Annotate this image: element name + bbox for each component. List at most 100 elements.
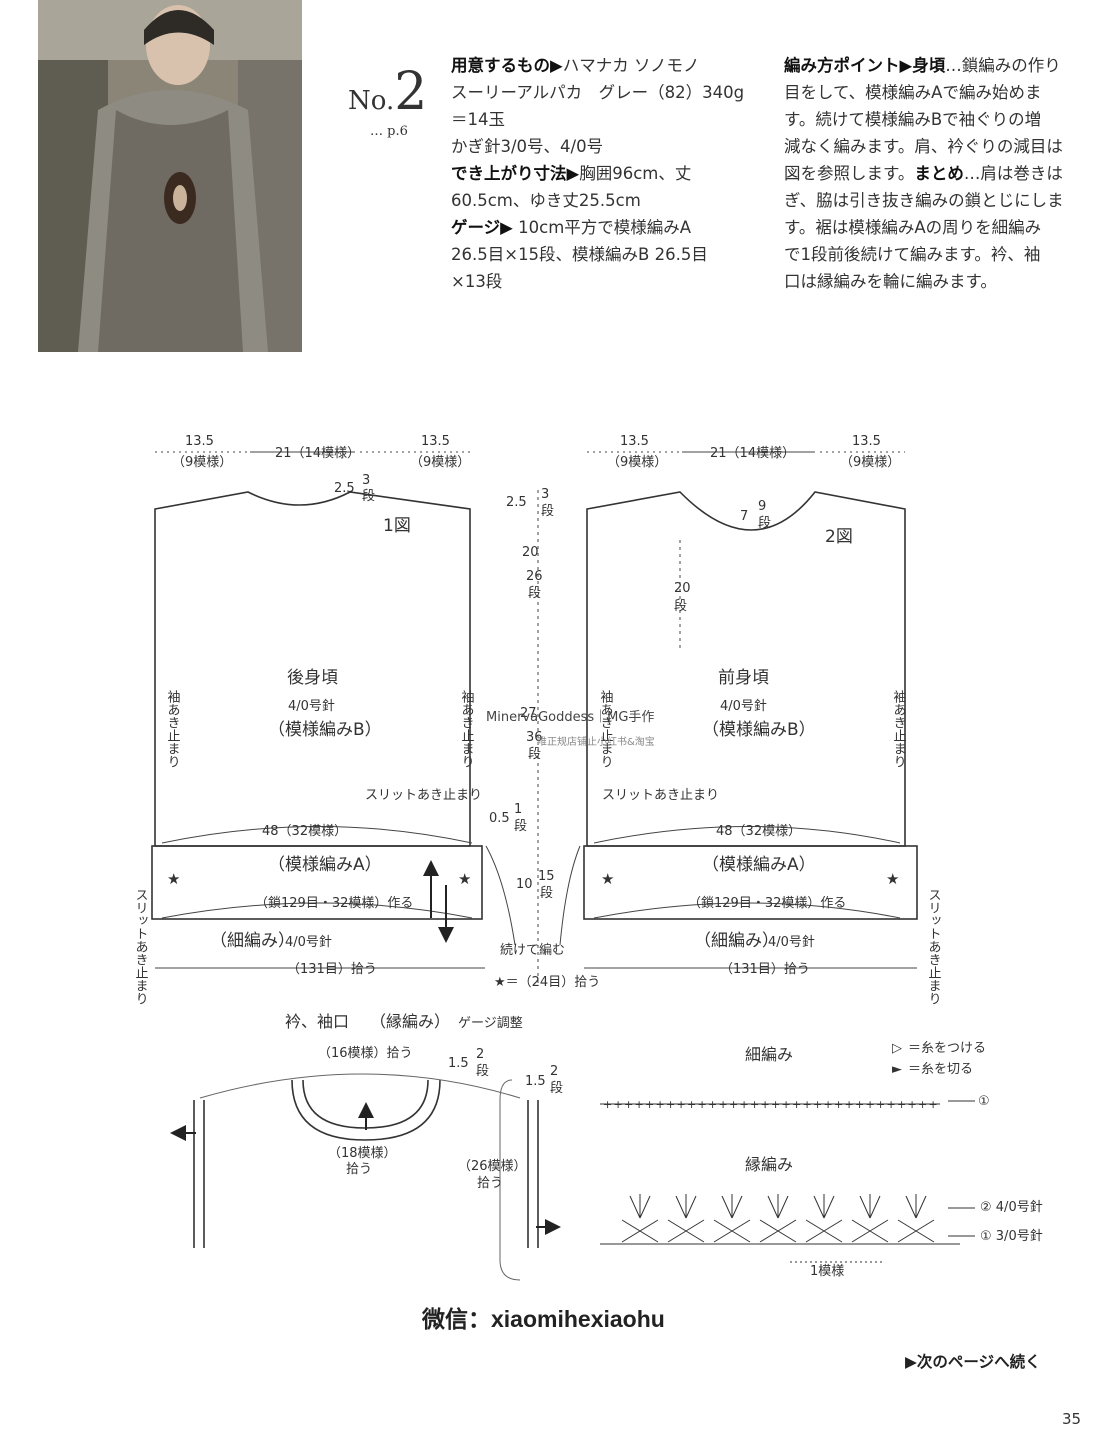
svg-text:2: 2 — [476, 1047, 484, 1062]
dim-front-center: 21（14模様） — [710, 446, 795, 461]
sc-stitch-symbol: + — [740, 1098, 749, 1111]
back-body-title: 後身頃 — [287, 668, 338, 688]
svg-text:（模様編みB）: （模様編みB） — [702, 720, 816, 740]
svg-text:13.5: 13.5 — [421, 434, 450, 449]
sc-stitch-symbol: + — [635, 1098, 644, 1111]
svg-text:拾う: 拾う — [346, 1162, 372, 1177]
sc-stitch-symbol: + — [834, 1098, 843, 1111]
svg-text:3: 3 — [541, 487, 549, 502]
svg-text:（細編み）: （細編み） — [210, 931, 295, 951]
svg-text:4/0号針: 4/0号針 — [768, 935, 815, 950]
page-number: 35 — [1062, 1410, 1082, 1428]
svg-text:48（32模様）: 48（32模様） — [262, 824, 347, 839]
svg-text:（131目）拾う: （131目）拾う — [287, 962, 377, 977]
edge-stitch-symbol — [621, 1194, 659, 1243]
sc-stitch-symbol: + — [761, 1098, 770, 1111]
svg-text:①: ① — [978, 1094, 990, 1109]
sc-stitch-symbol: + — [687, 1098, 696, 1111]
sc-stitch-symbol: + — [666, 1098, 675, 1111]
svg-text:►: ► — [892, 1062, 902, 1077]
slit-opening-label: スリットあき止まり — [133, 888, 149, 1005]
watermark-note: 唯正规店铺止小红书&淘宝 — [537, 737, 655, 748]
figure-2-label: 2図 — [825, 527, 853, 547]
sc-stitch-symbol: + — [887, 1098, 896, 1111]
figure-1-label: 1図 — [383, 516, 411, 536]
dim-back-left: 13.5 — [185, 434, 214, 449]
svg-text:48（32模様）: 48（32模様） — [716, 824, 801, 839]
sc-title: 細編み — [745, 1045, 793, 1064]
svg-text:（模様編みA）: （模様編みA） — [268, 855, 382, 875]
dim-front-left: 13.5 — [620, 434, 649, 449]
svg-text:4/0号針: 4/0号針 — [285, 935, 332, 950]
svg-text:（9模様）: （9模様） — [840, 455, 900, 470]
dim-back-center: 21（14模様） — [275, 446, 360, 461]
sc-stitch-symbol: + — [876, 1098, 885, 1111]
watermark-brand: MinervaGoddess｜MG手作 — [486, 710, 655, 725]
edge-stitch-symbol — [667, 1194, 705, 1243]
svg-text:（131目）拾う: （131目）拾う — [720, 962, 810, 977]
sc-stitch-symbol: + — [824, 1098, 833, 1111]
svg-text:段: 段 — [541, 504, 554, 519]
svg-text:スリットあき止まり: スリットあき止まり — [365, 788, 482, 803]
sc-stitch-symbol: + — [897, 1098, 906, 1111]
gauge-label: ゲージ — [451, 218, 501, 237]
sc-stitch-symbol: + — [803, 1098, 812, 1111]
svg-text:20: 20 — [674, 581, 691, 596]
pattern-number: No.2 … p.6 — [348, 66, 427, 139]
method-text: 編み方ポイント▶身頃…鎖編みの作り 目をして、模様編みAで編み始めま す。続けて… — [784, 56, 1064, 291]
svg-text:② 4/0号針: ② 4/0号針 — [980, 1200, 1043, 1215]
edge-stitch-symbol — [805, 1194, 843, 1243]
svg-text:続けて編む: 続けて編む — [500, 942, 565, 958]
edge-stitch-symbol — [759, 1194, 797, 1243]
svg-text:スリットあき止まり: スリットあき止まり — [602, 788, 719, 803]
sc-stitch-symbol: + — [729, 1098, 738, 1111]
svg-text:（縁編み）: （縁編み） — [370, 1012, 450, 1031]
sc-stitch-symbol: + — [624, 1098, 633, 1111]
svg-text:★: ★ — [886, 870, 899, 888]
svg-text:★: ★ — [458, 870, 471, 888]
materials-text: 用意するもの▶ハマナカ ソノモノ スーリーアルパカ グレー（82）340g ＝1… — [451, 56, 745, 291]
svg-text:＝糸をつける: ＝糸をつける — [908, 1041, 986, 1056]
svg-text:袖あき止まり: 袖あき止まり — [459, 690, 475, 768]
edge-stitch-symbol — [897, 1194, 935, 1243]
sc-stitch-symbol: + — [845, 1098, 854, 1111]
sc-stitch-symbol: + — [698, 1098, 707, 1111]
svg-text:＝糸を切る: ＝糸を切る — [908, 1062, 973, 1077]
svg-text:★: ★ — [601, 870, 614, 888]
edge-stitch-symbol — [851, 1194, 889, 1243]
finishing-label: まとめ — [914, 164, 964, 183]
edge-title: 縁編み — [745, 1155, 793, 1174]
sc-stitch-symbol: + — [908, 1098, 917, 1111]
svg-text:袖あき止まり: 袖あき止まり — [891, 690, 907, 768]
sc-stitch-symbol: + — [708, 1098, 717, 1111]
svg-text:① 3/0号針: ① 3/0号針 — [980, 1229, 1043, 1244]
sc-stitch-symbol: + — [866, 1098, 875, 1111]
svg-text:26: 26 — [526, 569, 543, 584]
svg-text:（模様編みB）: （模様編みB） — [268, 720, 382, 740]
sc-stitch-symbol: + — [782, 1098, 791, 1111]
svg-text:段: 段 — [758, 516, 771, 531]
sc-stitch-symbol: + — [614, 1098, 623, 1111]
sc-stitch-symbol: + — [813, 1098, 822, 1111]
sc-stitch-symbol: + — [855, 1098, 864, 1111]
sleeve-opening-label: 袖あき止まり — [165, 690, 181, 768]
svg-text:2.5: 2.5 — [334, 481, 355, 496]
svg-text:（9模様）: （9模様） — [172, 455, 232, 470]
size-label: でき上がり寸法 — [451, 164, 567, 183]
svg-text:拾う: 拾う — [477, 1176, 503, 1191]
wechat-label: 微信： — [422, 1306, 491, 1332]
svg-text:3: 3 — [362, 473, 370, 488]
svg-text:袖あき止まり: 袖あき止まり — [598, 690, 614, 768]
number-label: No. — [348, 86, 395, 116]
sc-stitch-symbol: + — [677, 1098, 686, 1111]
continue-link[interactable]: ▶次のページへ続く — [905, 1353, 1041, 1371]
sc-stitch-symbol: + — [929, 1098, 938, 1111]
svg-text:段: 段 — [674, 599, 687, 614]
materials-label: 用意するもの — [451, 56, 550, 75]
svg-text:15: 15 — [538, 869, 555, 884]
page-reference: … p.6 — [370, 124, 408, 139]
svg-text:★: ★ — [167, 870, 180, 888]
svg-text:7: 7 — [740, 509, 748, 524]
svg-text:13.5: 13.5 — [852, 434, 881, 449]
svg-text:（9模様）: （9模様） — [607, 455, 667, 470]
